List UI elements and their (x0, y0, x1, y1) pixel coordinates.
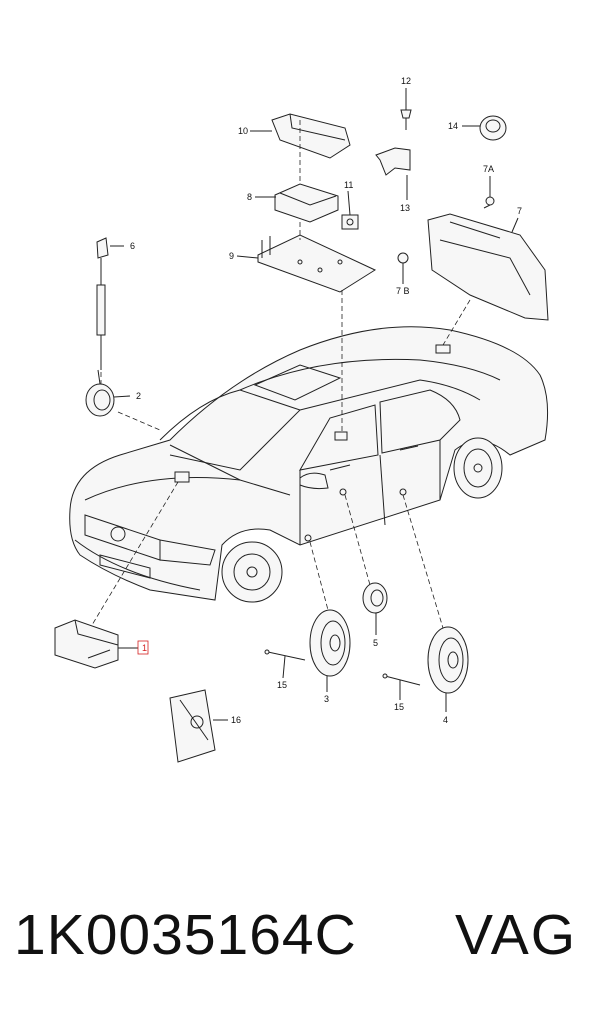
part-number: 1K0035164C (14, 903, 357, 967)
part-4-speaker (427, 626, 469, 694)
part-14-grommet (479, 115, 507, 141)
callout-16: 16 (231, 715, 241, 725)
callout-1-highlight-box (137, 640, 149, 655)
callout-8: 8 (247, 192, 252, 202)
callout-7a: 7A (483, 164, 494, 174)
part-3-speaker (309, 609, 351, 677)
callout-11: 11 (344, 180, 353, 190)
callout-5: 5 (373, 638, 378, 648)
leader-lines (110, 88, 519, 721)
callout-13: 13 (400, 203, 410, 213)
callout-1: 1 (142, 643, 147, 653)
callout-12: 12 (401, 76, 411, 86)
callout-4: 4 (443, 715, 448, 725)
part-6-clip (96, 237, 109, 370)
callout-9: 9 (229, 251, 234, 261)
callout-10: 10 (238, 126, 248, 136)
part-16-manual (169, 689, 216, 763)
part-2-tweeter (85, 369, 115, 417)
part-5-tweeter (362, 582, 388, 614)
callout-15-left: 15 (277, 680, 287, 690)
dashed-connectors (91, 120, 471, 629)
callout-6: 6 (130, 241, 135, 251)
callout-3: 3 (324, 694, 329, 704)
part-11-clip (341, 214, 359, 230)
part-13-bracket (375, 147, 411, 176)
callout-14: 14 (448, 121, 458, 131)
part-7-housing (427, 213, 549, 321)
part-10-cover (271, 113, 351, 159)
footer: 1K0035164C VAG (0, 895, 600, 975)
callout-7: 7 (517, 206, 522, 216)
part-12-screw (400, 109, 412, 130)
part-15-cables (264, 649, 421, 686)
part-7b-clip (397, 252, 409, 270)
callout-7b: 7 B (396, 286, 410, 296)
parts-diagram: 6 2 10 8 11 9 12 13 14 7A 7 B 7 1 3 4 5 … (54, 76, 549, 763)
callout-2: 2 (136, 391, 141, 401)
brand-label: VAG (455, 903, 578, 967)
part-1-control-unit (54, 619, 119, 669)
part-8-amplifier (274, 183, 339, 223)
part-9-bracket (257, 234, 377, 293)
part-7a-screw (483, 196, 495, 209)
callout-15-right: 15 (394, 702, 404, 712)
car-illustration (69, 326, 549, 603)
